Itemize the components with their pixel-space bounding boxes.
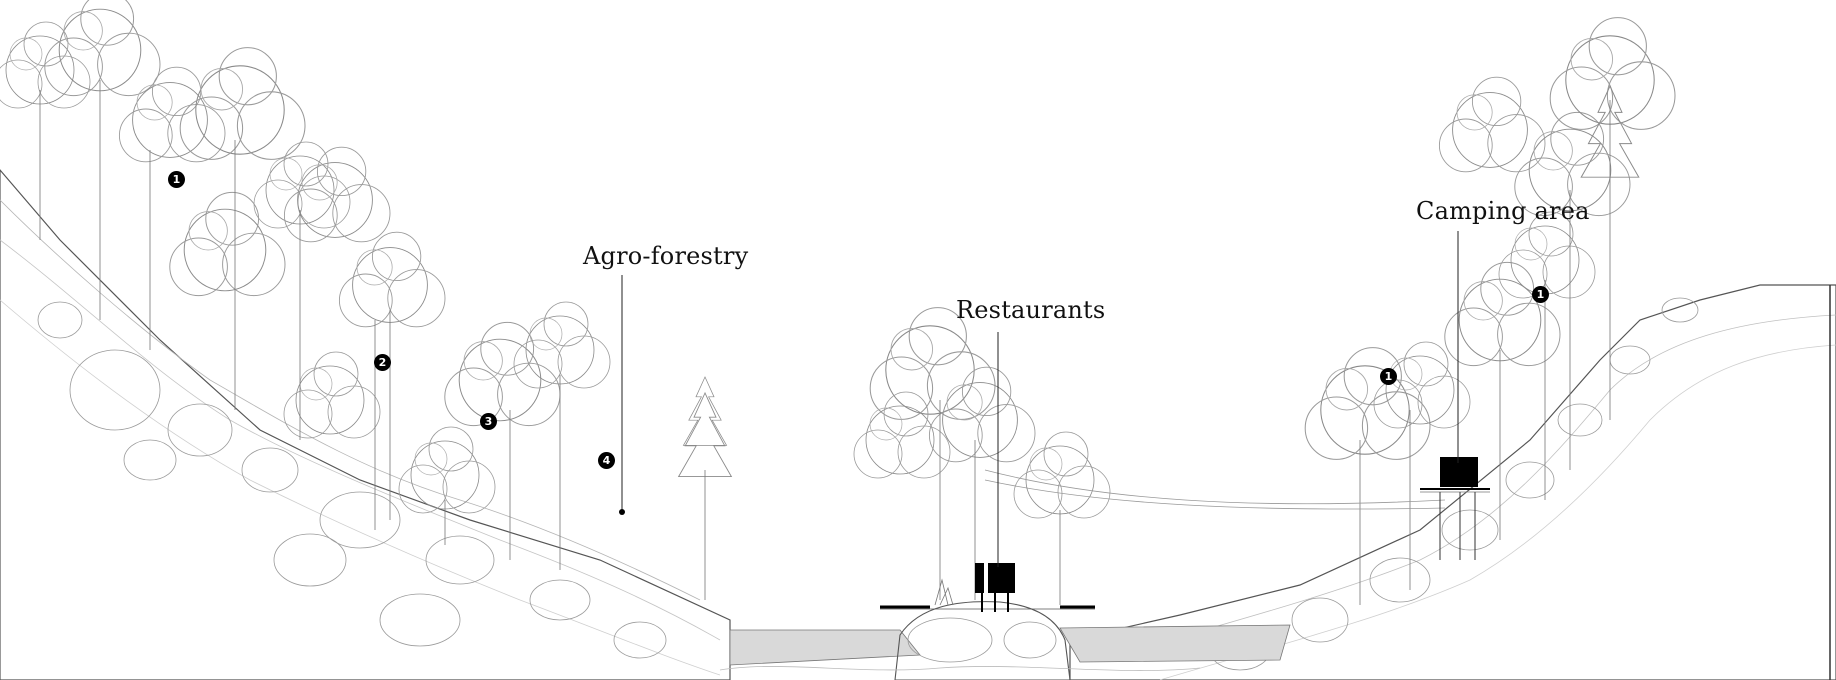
marker-1-right-forest-lower: 1 bbox=[1380, 368, 1397, 385]
restaurants-label: Restaurants bbox=[956, 296, 1106, 324]
callout-lines bbox=[621, 231, 1459, 567]
marker-2-left-forest: 2 bbox=[374, 354, 391, 371]
marker-4-left-forest: 4 bbox=[598, 452, 615, 469]
agro-forestry-callout-dot bbox=[619, 509, 625, 515]
marker-1-left-forest: 1 bbox=[168, 171, 185, 188]
central-trees bbox=[853, 307, 1111, 605]
agro-forestry-label: Agro-forestry bbox=[583, 242, 749, 270]
marker-3-left-forest: 3 bbox=[480, 413, 497, 430]
camping-area-label: Camping area bbox=[1416, 197, 1590, 225]
valley-floor bbox=[719, 601, 1291, 680]
left-hillside bbox=[0, 169, 731, 680]
marker-1-right-forest-upper: 1 bbox=[1532, 286, 1549, 303]
camping-structure bbox=[1420, 457, 1490, 560]
zip-line bbox=[984, 469, 1446, 510]
left-forest-trees bbox=[0, 0, 732, 600]
right-forest-trees bbox=[1304, 17, 1676, 605]
restaurant-structure bbox=[880, 563, 1095, 612]
